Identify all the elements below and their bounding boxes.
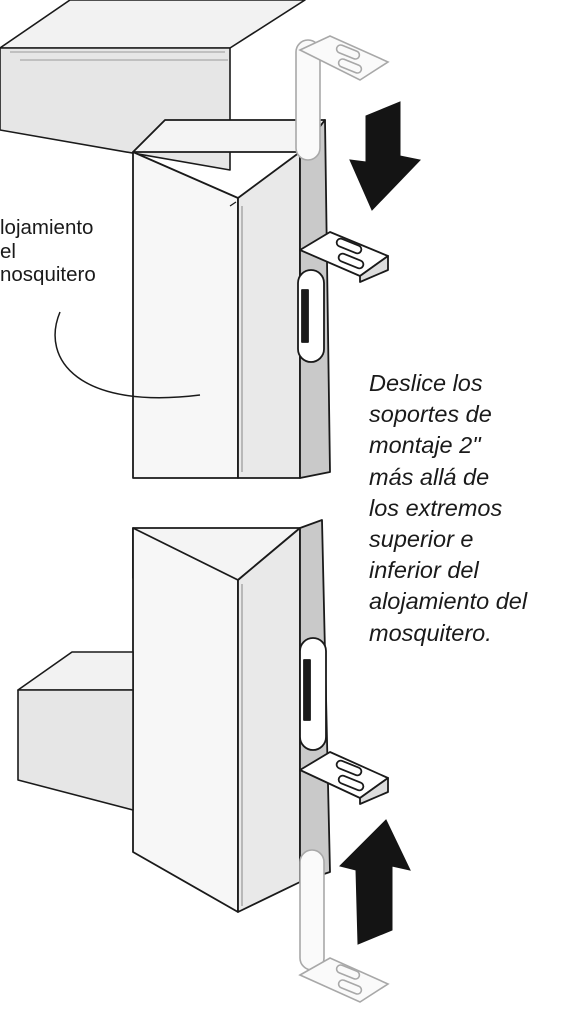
top-screen-housing [132,119,331,479]
callout-leader-line [54,311,201,399]
instruction-line-9: mosquitero. [369,619,492,646]
instruction-text: Deslice los soportes de montaje 2" más a… [369,368,569,649]
instruction-line-6: superior e [369,526,474,553]
top-mounting-bracket [297,231,389,363]
callout-line-3: nosquitero [0,263,96,286]
bottom-screen-housing [132,519,331,913]
instruction-line-2: soportes de [369,401,492,428]
instruction-line-4: más allá de [369,463,490,490]
bottom-mounting-bracket [299,637,389,805]
housing-callout-label: lojamiento el nosquitero [0,216,150,287]
callout-line-1: lojamiento [0,216,94,239]
callout-line-2: el [0,239,16,263]
top-ghost-bracket [295,35,390,161]
instruction-line-8: alojamiento del [369,588,528,615]
instruction-line-5: los extremos [369,494,503,521]
instruction-line-1: Deslice los [369,370,483,396]
instruction-line-7: inferior del [369,557,479,584]
instruction-line-3: montaje 2" [369,432,481,459]
bottom-ghost-bracket [298,849,390,1003]
up-arrow [339,819,411,945]
bottom-horizontal-frame [17,651,134,811]
down-arrow [349,101,421,211]
